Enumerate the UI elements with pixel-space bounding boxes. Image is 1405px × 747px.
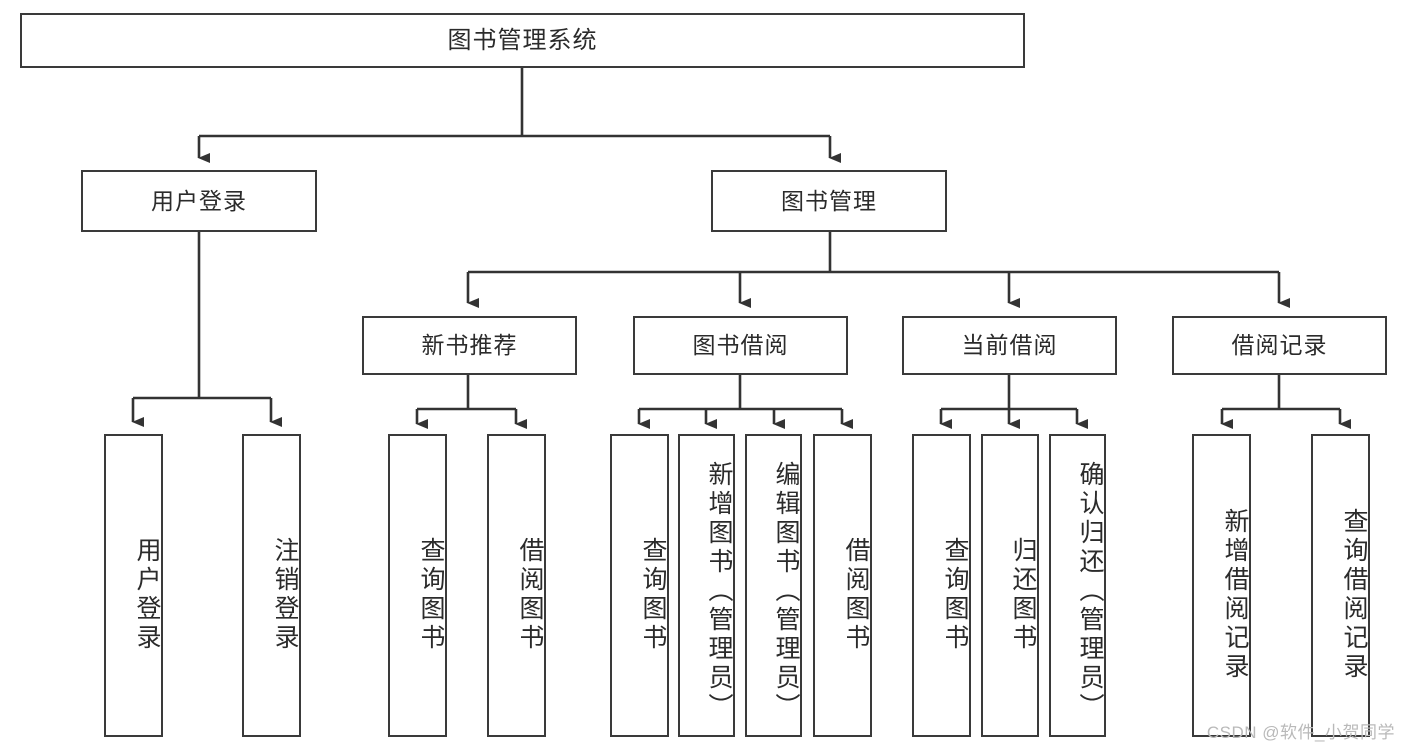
node-label: 查询借阅记录 xyxy=(1340,507,1368,682)
node-label: 查询图书 xyxy=(639,536,667,653)
leaf-query-book-current[interactable]: 查询图书 xyxy=(912,434,971,737)
leaf-user-logout[interactable]: 注销登录 xyxy=(242,434,301,737)
leaf-edit-book-admin[interactable]: 编辑图书（管理员） xyxy=(745,434,802,737)
node-user-login[interactable]: 用户登录 xyxy=(81,170,317,232)
node-label: 确认归还（管理员） xyxy=(1076,461,1104,722)
node-book-management[interactable]: 图书管理 xyxy=(711,170,947,232)
node-label: 新增借阅记录 xyxy=(1221,507,1249,682)
leaf-borrow-book-newbooks[interactable]: 借阅图书 xyxy=(487,434,546,737)
node-label: 归还图书 xyxy=(1009,536,1037,653)
node-current-borrowing[interactable]: 当前借阅 xyxy=(902,316,1117,375)
node-label: 查询图书 xyxy=(417,536,445,653)
node-label: 借阅图书 xyxy=(842,536,870,653)
leaf-query-borrowing-record[interactable]: 查询借阅记录 xyxy=(1311,434,1370,737)
node-label: 图书管理 xyxy=(781,187,877,214)
node-label: 注销登录 xyxy=(271,536,299,653)
leaf-query-book-borrow[interactable]: 查询图书 xyxy=(610,434,669,737)
leaf-user-login[interactable]: 用户登录 xyxy=(104,434,163,737)
node-label: 新增图书（管理员） xyxy=(705,461,733,722)
node-label: 用户登录 xyxy=(151,187,247,214)
leaf-confirm-return-admin[interactable]: 确认归还（管理员） xyxy=(1049,434,1106,737)
node-borrowing-records[interactable]: 借阅记录 xyxy=(1172,316,1387,375)
node-label: 当前借阅 xyxy=(961,332,1058,359)
node-label: 图书借阅 xyxy=(692,332,789,359)
node-label: 借阅图书 xyxy=(516,536,544,653)
leaf-add-borrowing-record[interactable]: 新增借阅记录 xyxy=(1192,434,1251,737)
leaf-add-book-admin[interactable]: 新增图书（管理员） xyxy=(678,434,735,737)
node-new-book-recommendation[interactable]: 新书推荐 xyxy=(362,316,577,375)
node-label: 借阅记录 xyxy=(1231,332,1328,359)
leaf-return-book[interactable]: 归还图书 xyxy=(981,434,1039,737)
node-book-borrowing[interactable]: 图书借阅 xyxy=(633,316,848,375)
node-label: 编辑图书（管理员） xyxy=(772,461,800,722)
node-label: 用户登录 xyxy=(133,536,161,653)
leaf-borrow-book-borrow[interactable]: 借阅图书 xyxy=(813,434,872,737)
node-root-book-management-system[interactable]: 图书管理系统 xyxy=(20,13,1025,68)
node-label: 图书管理系统 xyxy=(447,26,598,54)
node-label: 查询图书 xyxy=(941,536,969,653)
leaf-query-book-newbooks[interactable]: 查询图书 xyxy=(388,434,447,737)
node-label: 新书推荐 xyxy=(421,332,518,359)
